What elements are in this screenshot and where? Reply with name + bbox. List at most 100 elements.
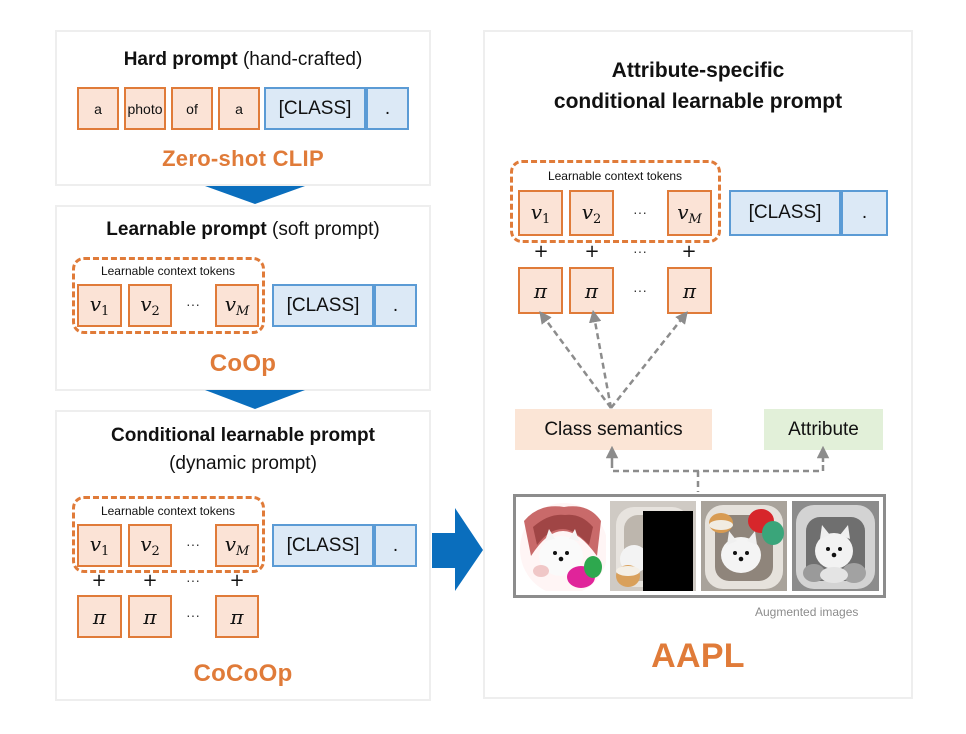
learnable-context-label: Learnable context tokens	[547, 169, 683, 183]
plus-sign: +	[681, 241, 697, 262]
plus-sign: +	[142, 570, 158, 591]
token-v1: v1	[518, 190, 563, 236]
ellipsis: ···	[186, 536, 200, 552]
token-pi: π	[128, 595, 172, 638]
token-a-2: a	[218, 87, 260, 130]
learnable-context-group	[72, 257, 265, 334]
class-token: [CLASS]	[264, 87, 366, 130]
v-letter: v	[677, 199, 689, 224]
title-normal: (hand-crafted)	[237, 49, 363, 70]
pi-symbol: π	[92, 604, 107, 629]
period-token: .	[841, 190, 888, 236]
token-v1: v1	[77, 524, 122, 567]
learnable-prompt-title: Learnable prompt (soft prompt)	[57, 219, 429, 241]
augmented-image-cutout	[610, 501, 696, 591]
class-token-text: [CLASS]	[286, 294, 360, 316]
v-subscript: M	[688, 211, 702, 227]
method-label-zero-shot-clip: Zero-shot CLIP	[162, 146, 324, 171]
token-text: photo	[127, 100, 163, 117]
ellipsis: ···	[186, 572, 200, 588]
token-vM: vM	[215, 284, 259, 327]
v-letter: v	[224, 532, 236, 556]
ellipsis: ···	[633, 243, 647, 259]
token-photo: photo	[124, 87, 166, 130]
vM-symbol: vM	[225, 292, 250, 319]
token-v2: v2	[569, 190, 614, 236]
v-letter: v	[224, 292, 236, 316]
v-subscript: 1	[101, 304, 110, 319]
dog-photo-icon	[701, 501, 787, 591]
v-letter: v	[140, 532, 152, 556]
v1-symbol: v1	[531, 200, 551, 227]
period-token-text: .	[392, 534, 399, 556]
v-subscript: 1	[101, 544, 110, 559]
plus-sign: +	[584, 241, 600, 262]
title-bold: Hard prompt	[123, 49, 238, 70]
token-text: of	[186, 100, 198, 117]
ellipsis: ···	[633, 204, 647, 220]
down-arrow-2-icon	[205, 390, 305, 409]
pi-symbol: π	[533, 278, 548, 303]
v-letter: v	[140, 292, 152, 316]
period-token: .	[374, 284, 417, 327]
v-subscript: 1	[542, 211, 551, 227]
token-v1: v1	[77, 284, 122, 327]
class-token-text: [CLASS]	[278, 97, 352, 119]
vM-symbol: vM	[225, 532, 250, 559]
token-a: a	[77, 87, 119, 130]
class-token: [CLASS]	[729, 190, 841, 236]
right-arrow-icon	[432, 508, 483, 591]
v-subscript: 2	[593, 211, 602, 227]
plus-sign: +	[533, 241, 549, 262]
class-token-text: [CLASS]	[748, 202, 822, 223]
token-text: a	[235, 100, 243, 117]
hard-prompt-title: Hard prompt (hand-crafted)	[57, 49, 429, 71]
ellipsis: ···	[633, 282, 647, 298]
method-label-cocoop: CoCoOp	[193, 660, 293, 687]
v-letter: v	[89, 292, 102, 316]
learnable-context-group	[510, 160, 721, 243]
augmented-image-color-jitter	[519, 501, 606, 591]
v2-symbol: v2	[140, 532, 160, 559]
dog-photo-icon	[520, 503, 606, 591]
pi-symbol: π	[682, 278, 697, 303]
class-token: [CLASS]	[272, 524, 374, 567]
plus-sign: +	[91, 570, 107, 591]
v1-symbol: v1	[90, 532, 110, 559]
token-of: of	[171, 87, 213, 130]
method-label-aapl: AAPL	[651, 637, 745, 675]
conditional-prompt-subtitle: (dynamic prompt)	[169, 453, 317, 474]
ellipsis: ···	[186, 296, 200, 312]
v-letter: v	[530, 199, 543, 224]
pi-symbol: π	[143, 604, 157, 629]
vM-symbol: vM	[677, 200, 702, 227]
attribute-box: Attribute	[764, 409, 883, 450]
v1-symbol: v1	[90, 292, 110, 319]
learnable-context-group	[72, 496, 265, 573]
v2-symbol: v2	[140, 292, 160, 319]
attribute-label: Attribute	[788, 418, 859, 440]
v-letter: v	[581, 199, 594, 224]
down-arrow-1-icon	[205, 186, 305, 204]
period-token-text: .	[392, 294, 399, 316]
token-v2: v2	[128, 284, 172, 327]
period-token-text: .	[384, 97, 391, 119]
token-pi: π	[667, 267, 712, 314]
learnable-context-label: Learnable context tokens	[100, 264, 236, 278]
token-pi: π	[215, 595, 259, 638]
period-token: .	[366, 87, 409, 130]
token-text: a	[94, 100, 102, 117]
token-pi: π	[569, 267, 614, 314]
token-vM: vM	[667, 190, 712, 236]
coop-panel: Learnable prompt (soft prompt) Learnable…	[55, 205, 431, 391]
v-letter: v	[89, 532, 102, 556]
dog-photo-icon	[792, 501, 879, 591]
title-normal: (soft prompt)	[266, 219, 380, 240]
v-subscript: M	[236, 304, 250, 319]
title-bold: Conditional learnable prompt	[111, 425, 375, 446]
plus-sign: +	[229, 570, 245, 591]
pi-symbol: π	[230, 604, 244, 629]
title-bold: Learnable prompt	[106, 219, 267, 240]
class-semantics-box: Class semantics	[515, 409, 712, 450]
v2-symbol: v2	[582, 200, 602, 227]
